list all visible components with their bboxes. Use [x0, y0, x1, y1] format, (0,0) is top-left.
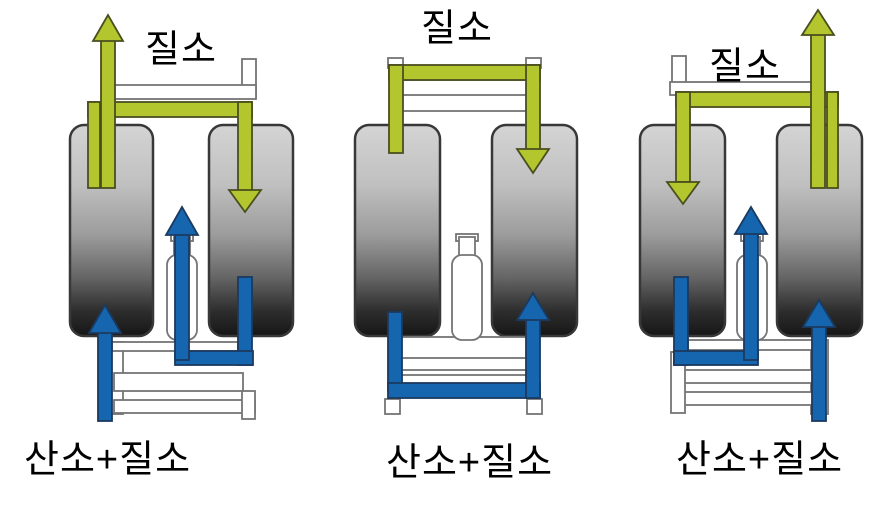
nitrogen-transfer-arrow-head: [515, 148, 551, 175]
manifold-pipe-middle: [682, 369, 814, 384]
psa-step-1: [68, 13, 295, 422]
nitrogen-out-arrow-head: [91, 13, 125, 42]
nitrogen-purge-downpipe: [237, 101, 253, 192]
feed-label-step1: 산소+질소: [24, 439, 192, 481]
nitrogen-crossover-pipe: [388, 64, 541, 81]
manifold-connector-right: [241, 390, 256, 420]
nitrogen-downpipe-left: [388, 64, 404, 154]
exhaust-up-pipe: [174, 232, 190, 361]
nitrogen-out-arrow-shaft: [810, 32, 826, 189]
nitrogen-label-step2: 질소: [421, 8, 493, 50]
feed-arrow-shaft: [525, 317, 541, 399]
psa-step-3: [638, 8, 864, 422]
exhaust-arrow-head: [733, 205, 769, 235]
exhaust-up-pipe: [743, 232, 759, 361]
exhaust-arrow-head: [164, 205, 200, 236]
feed-label-step2: 산소+질소: [386, 442, 554, 484]
bridge-pipe-upper: [401, 79, 528, 97]
nitrogen-label-step3: 질소: [709, 46, 781, 88]
bridge-pipe: [107, 84, 257, 100]
nitrogen-purge-downpipe: [675, 91, 691, 183]
nitrogen-purge-arrow-head: [665, 181, 701, 206]
manifold-pipe-bottom: [113, 399, 256, 414]
feed-label-step3: 산소+질소: [676, 439, 844, 481]
feed-arrow-head: [801, 298, 837, 328]
feed-arrow-shaft: [811, 324, 827, 422]
feed-arrow-head: [515, 291, 551, 321]
nitrogen-out-arrow-head: [800, 8, 836, 36]
manifold-foot-right: [526, 398, 543, 415]
feed-downpipe-left: [387, 311, 403, 392]
manifold-foot-left: [384, 398, 401, 415]
psa-step-2: [353, 57, 579, 415]
adsorber-vessel-left: [353, 123, 442, 338]
bridge-pipe-lower: [401, 94, 528, 112]
nitrogen-riser-pipe: [826, 91, 839, 189]
manifold-pipe-top: [392, 357, 537, 371]
manifold-pipe-middle: [113, 372, 244, 392]
nitrogen-label-step1: 질소: [145, 29, 217, 71]
nitrogen-out-arrow-shaft: [100, 38, 116, 189]
valve-body: [451, 254, 483, 341]
feed-run-pipe: [387, 382, 541, 399]
manifold-pipe-bottom: [682, 391, 814, 406]
nitrogen-downpipe-right: [525, 64, 541, 151]
nitrogen-riser-pipe: [87, 101, 101, 189]
feed-arrow-head: [87, 303, 123, 334]
nitrogen-purge-arrow-head: [227, 189, 263, 214]
feed-arrow-shaft: [97, 330, 113, 422]
